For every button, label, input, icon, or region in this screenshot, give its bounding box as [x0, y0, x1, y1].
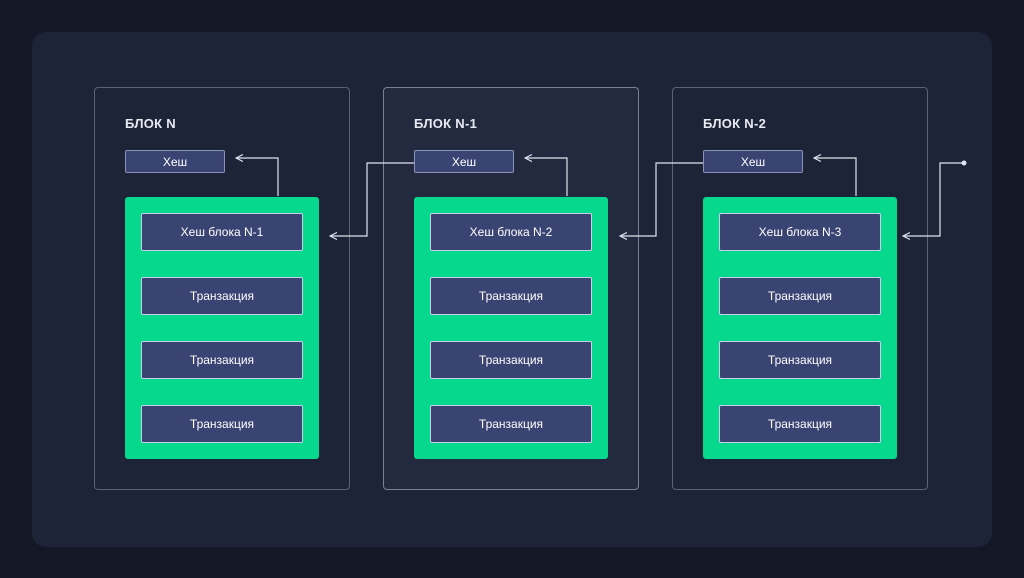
block-body: Хеш блока N-3 Транзакция Транзакция Тран…	[703, 197, 897, 459]
transaction-cell: Транзакция	[719, 341, 881, 379]
previous-hash-cell: Хеш блока N-3	[719, 213, 881, 251]
previous-hash-cell: Хеш блока N-2	[430, 213, 592, 251]
hash-arrow	[236, 158, 279, 196]
block-title: БЛОК N-1	[414, 116, 478, 131]
block-hash: Хеш	[125, 150, 225, 173]
previous-hash-cell: Хеш блока N-1	[141, 213, 303, 251]
block-link-arrow	[620, 162, 703, 236]
chain-start-dot	[961, 160, 967, 166]
transaction-cell: Транзакция	[719, 405, 881, 443]
transaction-cell: Транзакция	[430, 277, 592, 315]
transaction-cell: Транзакция	[430, 341, 592, 379]
block-n-2: БЛОК N-2 Хеш Хеш блока N-3 Транзакция Тр…	[672, 87, 928, 490]
transaction-cell: Транзакция	[141, 405, 303, 443]
block-n: БЛОК N Хеш Хеш блока N-1 Транзакция Тран…	[94, 87, 350, 490]
transaction-cell: Транзакция	[430, 405, 592, 443]
block-hash: Хеш	[414, 150, 514, 173]
hash-arrow	[525, 158, 568, 196]
block-link-arrow	[330, 162, 414, 236]
hash-arrow	[814, 158, 857, 196]
block-body: Хеш блока N-1 Транзакция Транзакция Тран…	[125, 197, 319, 459]
block-n-1: БЛОК N-1 Хеш Хеш блока N-2 Транзакция Тр…	[383, 87, 639, 490]
block-title: БЛОК N	[125, 116, 176, 131]
block-hash: Хеш	[703, 150, 803, 173]
transaction-cell: Транзакция	[141, 277, 303, 315]
block-link-arrow	[903, 162, 964, 236]
block-body: Хеш блока N-2 Транзакция Транзакция Тран…	[414, 197, 608, 459]
block-title: БЛОК N-2	[703, 116, 767, 131]
transaction-cell: Транзакция	[719, 277, 881, 315]
transaction-cell: Транзакция	[141, 341, 303, 379]
